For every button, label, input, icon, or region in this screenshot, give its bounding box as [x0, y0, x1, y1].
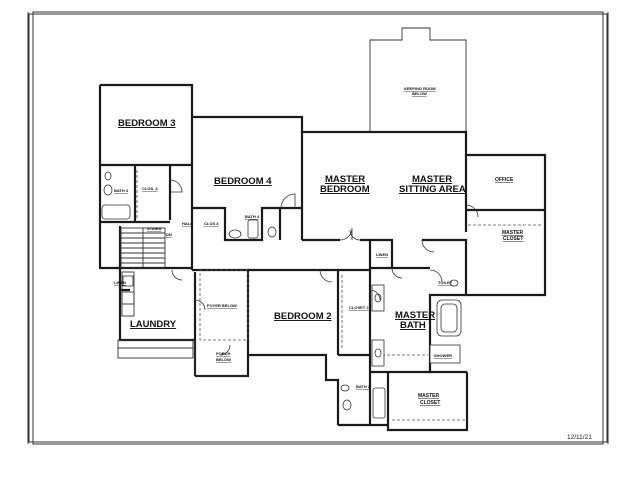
bathtub-3 — [101, 204, 131, 220]
label-porch-line1: PORCH — [216, 351, 231, 356]
label-foyer-below: FOYER BELOW — [207, 303, 237, 308]
label-master-sitting-line2: SITTING AREA — [399, 184, 466, 195]
label-bath-4: BATH 4 — [245, 214, 260, 219]
tub-bath4 — [247, 219, 259, 239]
toilet-bath2 — [342, 399, 352, 411]
label-shower: SHOWER — [434, 353, 452, 358]
label-office: OFFICE — [495, 177, 514, 183]
exterior-walls — [98, 83, 547, 432]
label-porch-line2: BELOW — [216, 357, 231, 362]
label-bath-2: BATH 2 — [356, 384, 371, 389]
label-bedroom-3: BEDROOM 3 — [118, 118, 176, 129]
shower-master — [429, 344, 461, 364]
washer — [122, 275, 134, 287]
plan-date: 12/11/21 — [567, 434, 592, 441]
room-labels: BEDROOM 3 BEDROOM 4 MASTER BEDROOM MASTE… — [114, 86, 524, 406]
toilet-bath3 — [103, 184, 113, 196]
label-stairs: STAIRS — [147, 226, 162, 231]
label-closet-2: CLOSET 2 — [349, 305, 369, 310]
toilet-master — [449, 279, 459, 287]
label-hall: HALL — [182, 221, 193, 226]
plan-details — [117, 170, 543, 421]
label-laundry: LAUNDRY — [130, 319, 177, 330]
interior-walls — [100, 117, 545, 425]
sink-bath2 — [340, 384, 350, 392]
tub-bath2 — [372, 387, 386, 419]
label-toilet: TOILET — [438, 280, 453, 285]
label-closet-4: CLOS 4 — [204, 221, 219, 226]
label-master-closet-bottom-line2: CLOSET — [420, 400, 440, 406]
master-tub-inner — [440, 303, 458, 333]
sink-bath4 — [228, 229, 242, 239]
label-master-closet-right-line2: CLOSET — [503, 236, 523, 242]
label-linen-upper: LINEN — [376, 252, 388, 257]
label-keeping-room-line2: BELOW — [412, 91, 427, 96]
sheet-border — [27, 11, 609, 445]
label-bedroom-4: BEDROOM 4 — [214, 176, 272, 187]
stair-treads — [120, 227, 166, 269]
label-master-sitting-line1: MASTER — [412, 174, 452, 185]
label-bath-3: BATH 3 — [114, 188, 129, 193]
label-master-closet-right-line1: MASTER — [502, 230, 524, 236]
label-master-closet-bottom-line1: MASTER — [418, 393, 440, 399]
fixtures — [101, 171, 462, 419]
label-linen-left: LINEN — [114, 280, 126, 285]
label-bedroom-2: BEDROOM 2 — [274, 311, 332, 322]
door-swings — [169, 179, 479, 356]
label-master-bath-line2: BATH — [400, 320, 426, 331]
label-keeping-room-line1: KEEPING ROOM — [404, 86, 436, 91]
label-master-bedroom-line1: MASTER — [325, 174, 365, 185]
label-stairs-down: DN — [166, 232, 172, 237]
label-master-bedroom-line2: BEDROOM — [320, 184, 370, 195]
toilet-bath3b — [104, 171, 112, 181]
label-master-bath-line1: MASTER — [395, 310, 435, 321]
label-closet-3: CLOS. 3 — [142, 186, 158, 191]
keeping-room-outline — [369, 27, 467, 132]
toilet-bath4 — [267, 226, 277, 238]
sink-master-2 — [374, 348, 382, 358]
